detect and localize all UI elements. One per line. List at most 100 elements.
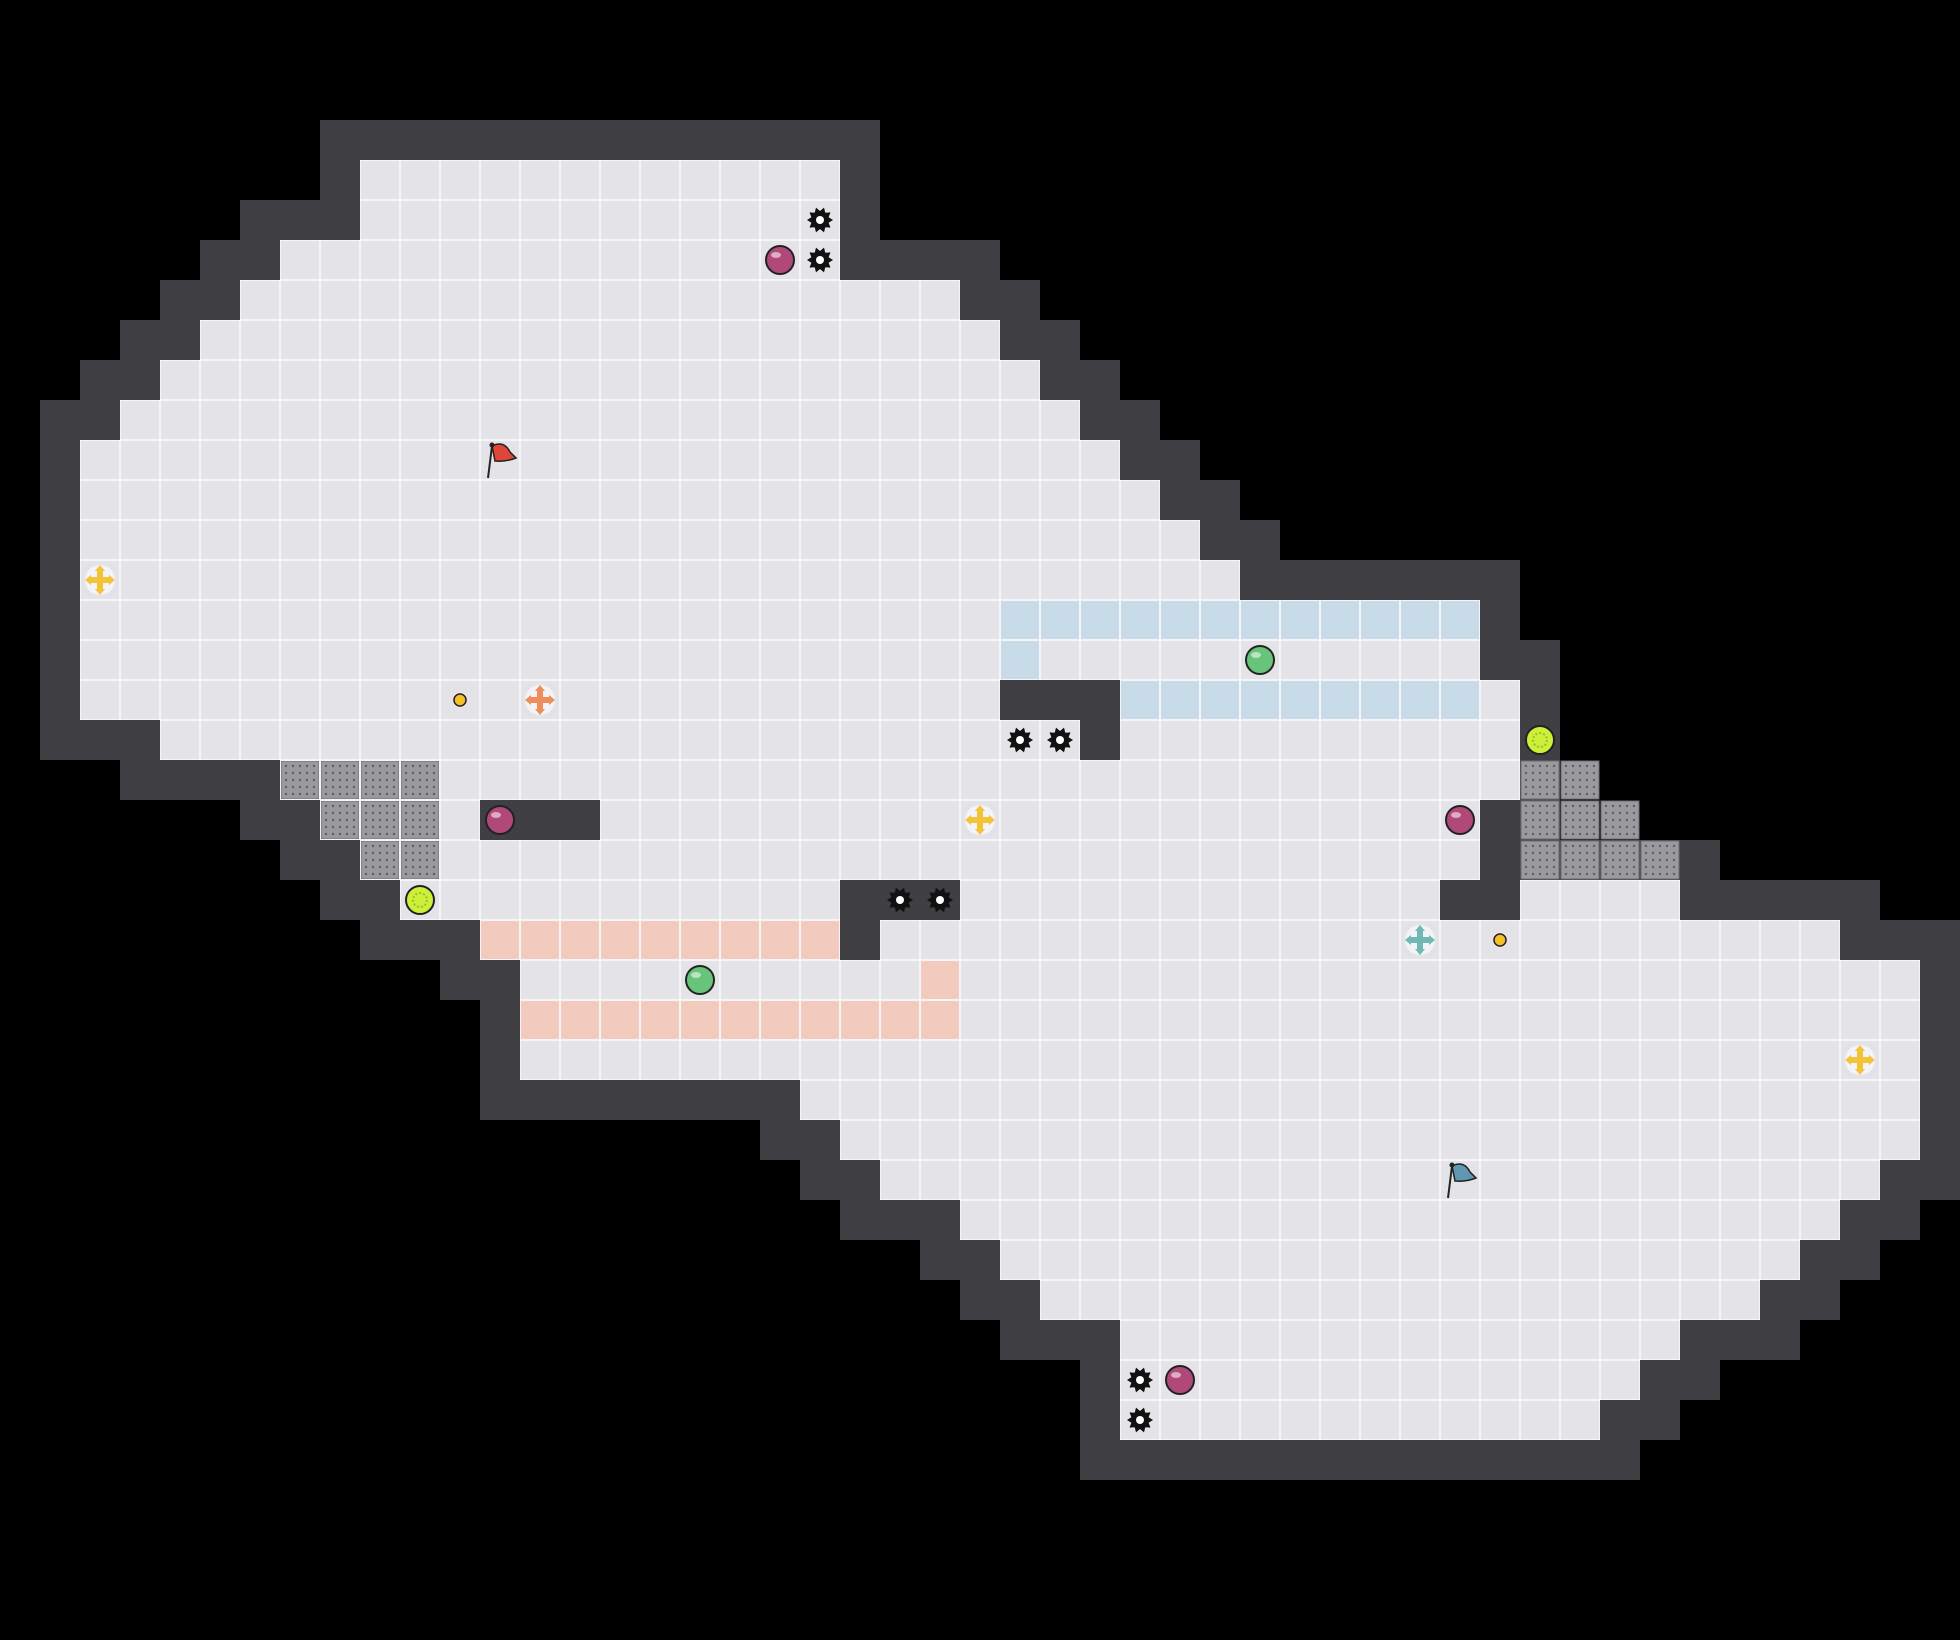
floor-tile [1280,1000,1320,1040]
blue-team-tile [1000,640,1040,680]
floor-tile [600,520,640,560]
floor-tile [280,320,320,360]
floor-tile [200,680,240,720]
floor-tile [1240,1000,1280,1040]
floor-tile [1280,1080,1320,1120]
floor-tile [1800,1040,1840,1080]
blue-team-tile [1360,600,1400,640]
floor-tile [1160,920,1200,960]
red-team-tile [480,920,520,960]
floor-tile [1040,840,1080,880]
floor-tile [760,560,800,600]
floor-tile [440,760,480,800]
spike-tile [280,760,320,800]
blue-team-tile [1320,600,1360,640]
floor-tile [320,280,360,320]
floor-tile [1480,1160,1520,1200]
floor-tile [280,680,320,720]
floor-tile [1160,1240,1200,1280]
floor-tile [960,520,1000,560]
floor-tile [1440,1080,1480,1120]
floor-tile [1560,960,1600,1000]
floor-tile [1160,800,1200,840]
floor-tile [1400,640,1440,680]
floor-tile [560,1040,600,1080]
floor-tile [920,1040,960,1080]
floor-tile [1000,560,1040,600]
floor-tile [800,800,840,840]
wall-tile [920,240,960,280]
floor-tile [1360,1040,1400,1080]
floor-tile [800,360,840,400]
floor-tile [1000,1040,1040,1080]
wall-tile [800,1160,840,1200]
wall-tile [120,720,160,760]
floor-tile [520,600,560,640]
floor-tile [560,560,600,600]
floor-tile [1040,1040,1080,1080]
item-layer [85,207,1875,1433]
wall-tile [760,120,800,160]
floor-tile [1160,520,1200,560]
floor-tile [1240,840,1280,880]
floor-tile [1480,1360,1520,1400]
floor-tile [240,400,280,440]
wall-tile [600,1080,640,1120]
wall-tile [1840,1200,1880,1240]
floor-tile [520,280,560,320]
floor-tile [840,640,880,680]
floor-tile [960,880,1000,920]
floor-tile [240,680,280,720]
floor-tile [1480,1280,1520,1320]
blue-team-tile [1160,600,1200,640]
floor-tile [1280,1200,1320,1240]
floor-tile [1400,760,1440,800]
floor-tile [960,1200,1000,1240]
floor-tile [880,800,920,840]
floor-tile [400,400,440,440]
floor-tile [1080,1000,1120,1040]
floor-tile [800,640,840,680]
floor-tile [360,200,400,240]
spike-tile [1560,760,1600,800]
floor-tile [760,200,800,240]
floor-tile [640,280,680,320]
wall-tile [520,120,560,160]
floor-tile [1040,520,1080,560]
floor-tile [640,960,680,1000]
floor-tile [1120,1320,1160,1360]
wall-tile [360,880,400,920]
floor-tile [800,520,840,560]
wall-tile [280,800,320,840]
floor-tile [920,760,960,800]
wall-tile [960,1240,1000,1280]
floor-tile [880,320,920,360]
wall-tile [1760,1320,1800,1360]
floor-tile [1360,1240,1400,1280]
floor-tile [960,320,1000,360]
wall-tile [1080,1360,1120,1400]
wall-tile [720,1080,760,1120]
floor-tile [1000,1120,1040,1160]
wall-tile [120,360,160,400]
wall-tile [360,120,400,160]
floor-tile [1000,920,1040,960]
floor-tile [1480,720,1520,760]
floor-tile [760,400,800,440]
floor-tile [440,560,480,600]
spike-tile [1520,800,1560,840]
floor-tile [1160,1080,1200,1120]
floor-tile [1360,760,1400,800]
floor-tile [1840,960,1880,1000]
floor-tile [800,840,840,880]
floor-tile [1400,1120,1440,1160]
floor-tile [880,600,920,640]
wall-tile [1480,840,1520,880]
floor-tile [1200,1120,1240,1160]
floor-tile [280,280,320,320]
blue-team-tile [1040,600,1080,640]
wall-tile [1680,840,1720,880]
floor-tile [1600,1040,1640,1080]
floor-tile [160,400,200,440]
floor-tile [1440,760,1480,800]
